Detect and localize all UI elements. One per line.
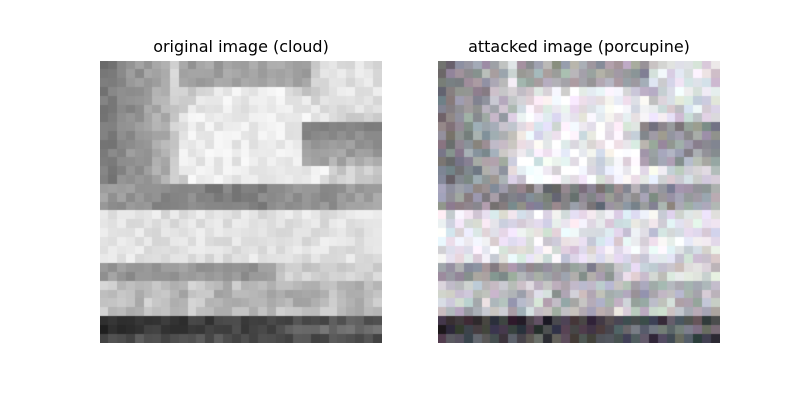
original-cloud-image (100, 61, 382, 343)
right-image-title: attacked image (porcupine) (468, 37, 690, 56)
left-image-title: original image (cloud) (153, 37, 329, 56)
attacked-porcupine-image (438, 61, 720, 343)
